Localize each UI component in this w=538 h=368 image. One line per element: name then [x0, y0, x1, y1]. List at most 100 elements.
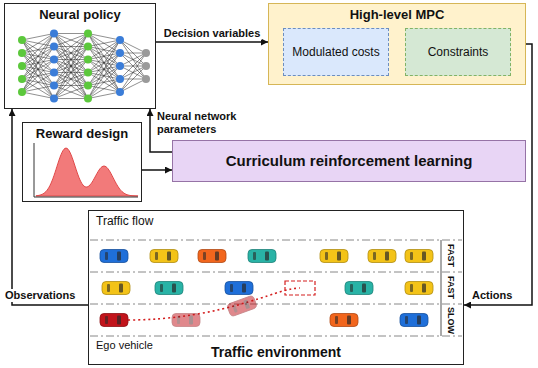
network-link — [22, 47, 54, 93]
plot-axes — [34, 143, 138, 197]
network-link — [88, 66, 120, 99]
car-window — [422, 284, 426, 293]
network-neuron — [142, 62, 150, 70]
flow-arrow — [156, 41, 268, 43]
network-link — [88, 34, 120, 80]
car-window — [405, 316, 408, 324]
car-window — [337, 252, 341, 261]
node-title: Neural policy — [39, 7, 121, 23]
car-window — [189, 316, 193, 325]
car-body — [368, 250, 396, 263]
network-link — [54, 60, 88, 99]
network-link — [120, 40, 146, 79]
car-icon — [320, 250, 348, 263]
network-neuron — [50, 43, 58, 51]
car-window — [117, 316, 121, 325]
network-link — [54, 86, 88, 99]
car-body — [198, 250, 226, 263]
network-link — [54, 73, 88, 99]
car-window — [243, 299, 250, 309]
lane-line — [90, 304, 462, 305]
car-icon — [405, 282, 433, 295]
car-body — [248, 250, 276, 263]
car-window — [172, 284, 176, 293]
car-window — [335, 316, 338, 324]
car-body — [225, 282, 253, 295]
network-link — [22, 34, 54, 41]
car-body — [227, 295, 258, 317]
network-link — [54, 47, 88, 99]
policy-box: Neural policy — [4, 3, 156, 109]
car-body — [100, 314, 128, 327]
network-link — [88, 34, 120, 67]
network-link — [22, 86, 54, 93]
network-neuron — [50, 56, 58, 64]
car-window — [215, 252, 219, 261]
car-window — [410, 284, 413, 292]
car-window — [119, 284, 123, 293]
network-neuron — [18, 75, 26, 83]
car-icon — [345, 282, 373, 295]
network-link — [54, 34, 88, 47]
network-neuron — [116, 49, 124, 57]
car-body — [102, 282, 130, 295]
car-window — [417, 316, 421, 325]
car-body — [405, 250, 433, 263]
node-title: Curriculum reinforcement learning — [226, 152, 473, 170]
car-body — [155, 282, 183, 295]
network-link — [54, 98, 88, 99]
network-link — [54, 34, 88, 73]
car-window — [117, 252, 121, 261]
node-title: Reward design — [36, 126, 128, 142]
network-link — [88, 40, 120, 99]
network-link — [22, 53, 54, 99]
car-icon — [368, 250, 396, 263]
lane-speed-label: FAST — [446, 276, 456, 299]
network-neuron — [84, 30, 92, 38]
lane-divider — [441, 240, 442, 336]
lane-line — [90, 336, 462, 337]
network-neuron — [116, 36, 124, 44]
trajectory-line — [128, 288, 300, 320]
car-window — [230, 284, 233, 292]
network-link — [88, 40, 120, 47]
network-neuron — [116, 62, 124, 70]
network-neuron — [84, 82, 92, 90]
network-neuron — [18, 49, 26, 57]
network-neuron — [84, 95, 92, 103]
target-slot — [285, 281, 315, 295]
car-icon — [330, 314, 358, 327]
edge-label: Observations — [4, 289, 76, 302]
network-link — [54, 47, 88, 99]
car-window — [107, 284, 110, 292]
network-link — [120, 79, 146, 92]
car-icon — [400, 314, 428, 327]
network-link — [22, 34, 54, 80]
car-icon — [248, 250, 276, 263]
car-window — [160, 284, 163, 292]
car-body — [330, 314, 358, 327]
edge-label: Actions — [471, 289, 513, 302]
network-link — [22, 34, 54, 67]
node-title: Modulated costs — [292, 45, 379, 59]
network-link — [54, 33, 88, 34]
car-icon — [198, 250, 226, 263]
scene-label: Ego vehicle — [96, 339, 153, 352]
network-link — [120, 40, 146, 53]
learning-box: Curriculum reinforcement learning — [172, 140, 526, 182]
car-window — [177, 316, 180, 324]
network-neuron — [50, 30, 58, 38]
network-link — [88, 40, 120, 86]
car-icon — [227, 295, 258, 317]
car-window — [347, 316, 351, 325]
network-link — [88, 79, 120, 99]
cost-box: Modulated costs — [283, 28, 389, 76]
network-link — [54, 34, 88, 99]
mpc-box: High-level MPCModulated costsConstraints — [268, 3, 526, 85]
network-neuron — [116, 88, 124, 96]
car-icon — [155, 282, 183, 295]
flow-arrow — [142, 169, 172, 171]
car-body — [172, 314, 200, 327]
network-link — [54, 34, 88, 99]
network-link — [22, 34, 54, 93]
